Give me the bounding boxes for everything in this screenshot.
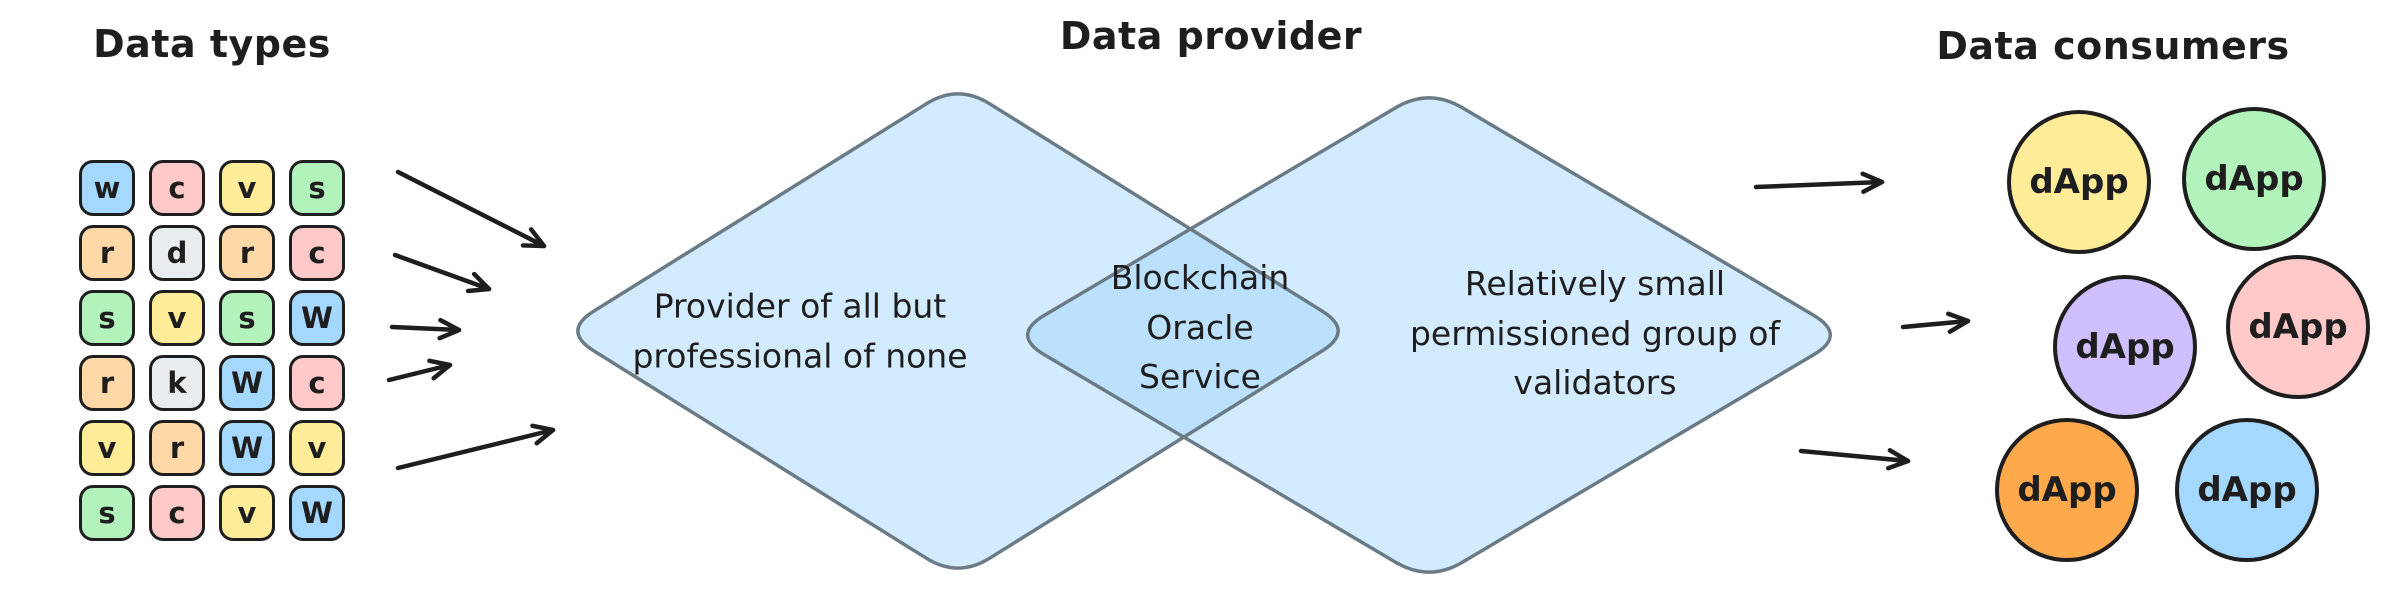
data-type-tile: W (219, 420, 275, 476)
data-type-tile: s (219, 290, 275, 346)
dapp-circle: dApp (2175, 418, 2319, 562)
data-type-tile: c (289, 355, 345, 411)
data-consumers-title: Data consumers (1936, 24, 2290, 68)
data-type-tile: r (79, 355, 135, 411)
input-arrow-4 (386, 358, 453, 383)
right-diamond-label: Relatively small permissioned group of v… (1409, 263, 1781, 402)
data-types-title: Data types (93, 22, 331, 66)
dapp-circle: dApp (2053, 275, 2197, 419)
data-type-tile: v (219, 485, 275, 541)
data-type-tile: s (79, 485, 135, 541)
right-diamond-shape (1027, 97, 1831, 573)
left-diamond-shape (577, 93, 1339, 569)
left-diamond-label: Provider of all but professional of none (632, 286, 968, 376)
data-type-tile: d (149, 225, 205, 281)
data-type-tile: r (79, 225, 135, 281)
dapp-circle: dApp (2226, 255, 2370, 399)
output-arrow-3 (1798, 448, 1911, 471)
data-type-tile: r (219, 225, 275, 281)
dapp-circle: dApp (1995, 418, 2139, 562)
right-diamond-outline (1026, 96, 1832, 574)
data-type-tile: v (289, 420, 345, 476)
data-type-tile: v (149, 290, 205, 346)
data-type-tile: s (79, 290, 135, 346)
data-type-tile: W (219, 355, 275, 411)
data-type-tile: c (149, 160, 205, 216)
data-type-tile: s (289, 160, 345, 216)
data-type-tile: W (289, 485, 345, 541)
data-type-tile: W (289, 290, 345, 346)
dapp-circle: dApp (2007, 110, 2151, 254)
data-type-tile: c (289, 225, 345, 281)
data-type-tile: r (149, 420, 205, 476)
input-arrow-3 (389, 317, 462, 341)
data-type-tile: w (79, 160, 135, 216)
overlap-label: Blockchain Oracle Service (1110, 257, 1290, 396)
left-diamond-outline (576, 92, 1340, 570)
input-arrow-5 (395, 423, 556, 471)
data-type-tile: c (149, 485, 205, 541)
data-type-tile: v (219, 160, 275, 216)
input-arrow-1 (395, 169, 547, 249)
dapp-circle: dApp (2182, 107, 2326, 251)
data-provider-title: Data provider (1059, 14, 1363, 58)
output-arrow-2 (1900, 311, 1971, 334)
input-arrow-2 (392, 252, 492, 294)
data-type-tile: v (79, 420, 135, 476)
output-arrow-1 (1753, 171, 1885, 194)
data-type-tile: k (149, 355, 205, 411)
